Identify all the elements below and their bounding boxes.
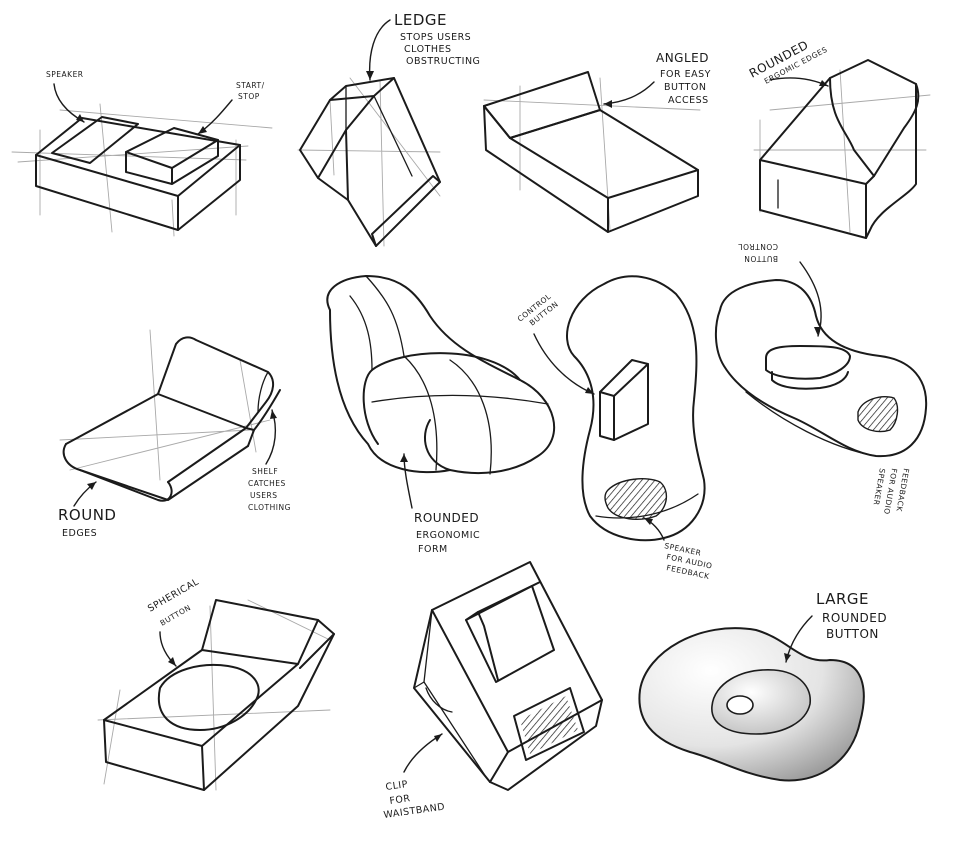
round-edges-label-line-1: ROUND bbox=[58, 506, 116, 524]
speaker-label-1: SPEAKER bbox=[46, 70, 84, 79]
rounded-form-label-line-3: FORM bbox=[418, 544, 448, 555]
sketch-rounded-wedge bbox=[753, 59, 931, 239]
ledge-label-line-4: OBSTRUCTING bbox=[406, 56, 480, 67]
shelf-label-line-2: CATCHES bbox=[248, 479, 286, 488]
shelf-label-line-1: SHELF bbox=[252, 467, 278, 476]
spherical-button-label-line-1: SPHERICAL bbox=[146, 576, 201, 614]
start-stop-label-line-2: STOP bbox=[238, 92, 260, 101]
control-button-2-label-line-2: BUTTON bbox=[744, 254, 778, 263]
sketch-spherical-wedge bbox=[97, 599, 335, 791]
ledge-label-line-3: CLOTHES bbox=[404, 44, 452, 55]
start-stop-note: START/ STOP bbox=[197, 81, 265, 135]
control-button-note-1: CONTROL BUTTON bbox=[516, 292, 595, 395]
sketch-round-lounger bbox=[59, 329, 281, 502]
large-button-label-line-1: LARGE bbox=[816, 590, 869, 608]
sketch-s-form bbox=[566, 275, 706, 542]
control-button-note-2: CONTROL BUTTON bbox=[738, 242, 822, 337]
spherical-button-note: SPHERICAL BUTTON bbox=[146, 576, 201, 667]
rounded-ergonomic-form-note: ROUNDED ERGONOMIC FORM bbox=[400, 453, 480, 555]
sketch-large-rounded-button bbox=[638, 627, 865, 782]
round-edges-note: ROUND EDGES bbox=[58, 481, 116, 539]
ledge-label-line-1: LEDGE bbox=[394, 11, 447, 29]
rounded-form-label-line-2: ERGONOMIC bbox=[416, 530, 480, 541]
sketch-blob-form bbox=[714, 279, 928, 458]
sketch-clip-box bbox=[413, 561, 603, 791]
sketch-rounded-form bbox=[326, 275, 556, 475]
rounded-ergonomic-edges-note: ROUNDED ERGOMIC EDGES bbox=[747, 38, 829, 87]
sketch-flat-box bbox=[11, 103, 273, 237]
sketch-ledge bbox=[297, 77, 441, 247]
clip-label-line-1: CLIP bbox=[385, 779, 409, 793]
large-button-label-line-2: ROUNDED bbox=[822, 611, 887, 625]
start-stop-label-line-1: START/ bbox=[236, 81, 265, 90]
angled-label-line-1: ANGLED bbox=[656, 51, 709, 65]
speaker-note-1: SPEAKER bbox=[46, 70, 85, 123]
angled-label-line-2: FOR EASY bbox=[660, 69, 711, 80]
angled-note: ANGLED FOR EASY BUTTON ACCESS bbox=[603, 51, 711, 108]
angled-label-line-3: BUTTON bbox=[664, 82, 707, 93]
speaker-audio-note-2: SPEAKER FOR AUDIO FEEDBACK bbox=[872, 468, 911, 516]
large-rounded-button-note: LARGE ROUNDED BUTTON bbox=[784, 590, 887, 663]
speaker-audio-note-1: SPEAKER FOR AUDIO FEEDBACK bbox=[643, 517, 713, 581]
shelf-label-line-4: CLOTHING bbox=[248, 503, 291, 512]
rounded-form-label-line-1: ROUNDED bbox=[414, 511, 479, 525]
clip-label-line-2: FOR bbox=[389, 793, 411, 807]
clip-note: CLIP FOR WAISTBAND bbox=[383, 733, 446, 821]
angled-label-line-4: ACCESS bbox=[668, 95, 709, 106]
round-edges-label-line-2: EDGES bbox=[62, 528, 97, 539]
ledge-label-line-2: STOPS USERS bbox=[400, 32, 471, 43]
ledge-note: LEDGE STOPS USERS CLOTHES OBSTRUCTING bbox=[366, 11, 480, 81]
shelf-note: SHELF CATCHES USERS CLOTHING bbox=[248, 409, 291, 512]
control-button-2-label-line-1: CONTROL bbox=[738, 242, 778, 251]
shelf-label-line-3: USERS bbox=[250, 491, 277, 500]
large-button-label-line-3: BUTTON bbox=[826, 627, 879, 641]
sketch-angled-wedge bbox=[483, 71, 701, 233]
